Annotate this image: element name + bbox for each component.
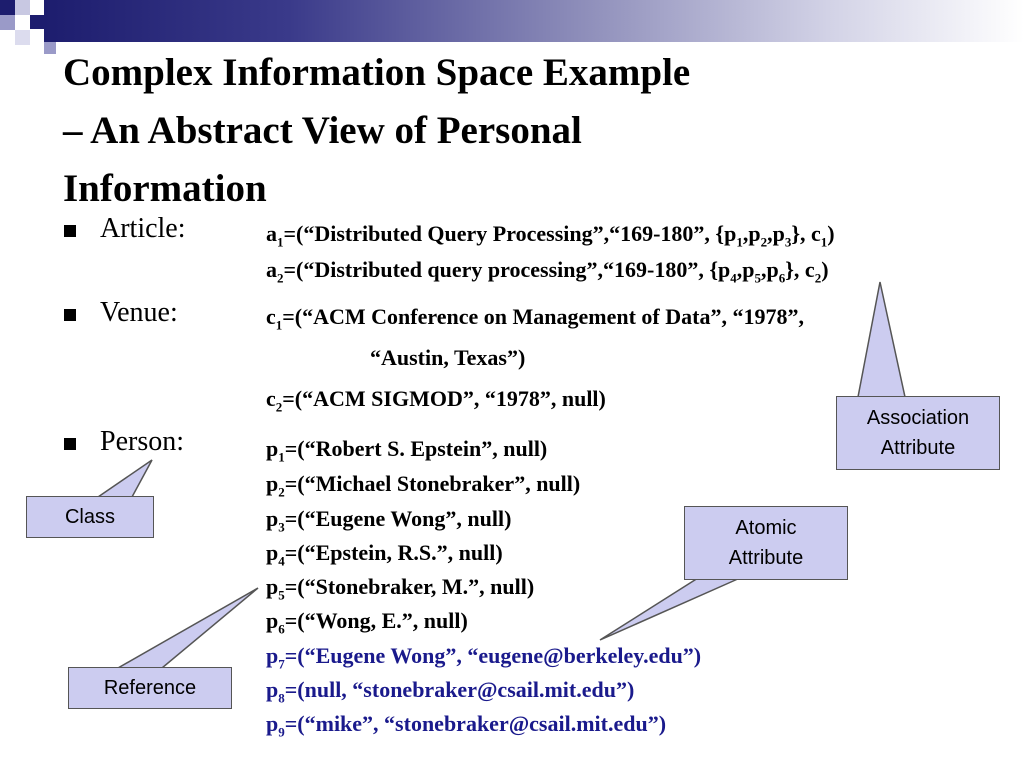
person-entry: p7=(“Eugene Wong”, “eugene@berkeley.edu”…	[266, 643, 702, 672]
title-line: – An Abstract View of Personal	[63, 109, 582, 152]
decor-square	[0, 15, 15, 30]
callout-text: Attribute	[880, 437, 956, 459]
title-line: Complex Information Space Example	[63, 51, 691, 94]
decor-square	[30, 15, 44, 29]
callout-text: Association	[866, 407, 970, 429]
association-pointer	[857, 281, 906, 398]
bullet-square-icon	[64, 225, 76, 237]
class-pointer	[95, 459, 153, 498]
person-entry: p5=(“Stonebraker, M.”, null)	[266, 574, 535, 603]
person-label: Person:	[100, 426, 184, 457]
class-callout: Class	[26, 496, 154, 538]
reference-pointer	[115, 587, 259, 669]
reference-callout: Reference	[68, 667, 232, 709]
decor-square	[0, 0, 15, 15]
header-gradient-bar	[44, 0, 1024, 42]
person-entry: p8=(null, “stonebraker@csail.mit.edu”)	[266, 677, 635, 706]
decor-square	[15, 0, 30, 15]
title-line: Information	[63, 167, 267, 210]
atomic-pointer	[599, 577, 741, 641]
callout-text: Attribute	[728, 547, 804, 569]
person-entry: p1=(“Robert S. Epstein”, null)	[266, 436, 548, 465]
article-a2: a2=(“Distributed query processing”,“169-…	[266, 257, 829, 286]
person-entry: p4=(“Epstein, R.S.”, null)	[266, 540, 503, 569]
slide-title: Complex Information Space Example – An A…	[63, 44, 963, 218]
venue-c1-continued: “Austin, Texas”)	[370, 345, 526, 370]
decor-square	[44, 42, 56, 54]
article-a1: a1=(“Distributed Query Processing”,“169-…	[266, 221, 835, 250]
callout-text: Reference	[103, 677, 197, 699]
callout-text: Class	[64, 506, 115, 528]
callout-text: Atomic	[735, 517, 797, 539]
bullet-square-icon	[64, 309, 76, 321]
person-entry: p2=(“Michael Stonebraker”, null)	[266, 471, 581, 500]
venue-c2: c2=(“ACM SIGMOD”, “1978”, null)	[266, 386, 606, 415]
person-entry: p3=(“Eugene Wong”, null)	[266, 506, 512, 535]
venue-label: Venue:	[100, 297, 178, 328]
venue-c1: c1=(“ACM Conference on Management of Dat…	[266, 304, 804, 333]
article-label: Article:	[100, 213, 186, 244]
bullet-square-icon	[64, 438, 76, 450]
person-entry: p6=(“Wong, E.”, null)	[266, 608, 468, 637]
person-entry: p9=(“mike”, “stonebraker@csail.mit.edu”)	[266, 711, 667, 740]
decor-square	[15, 30, 30, 45]
